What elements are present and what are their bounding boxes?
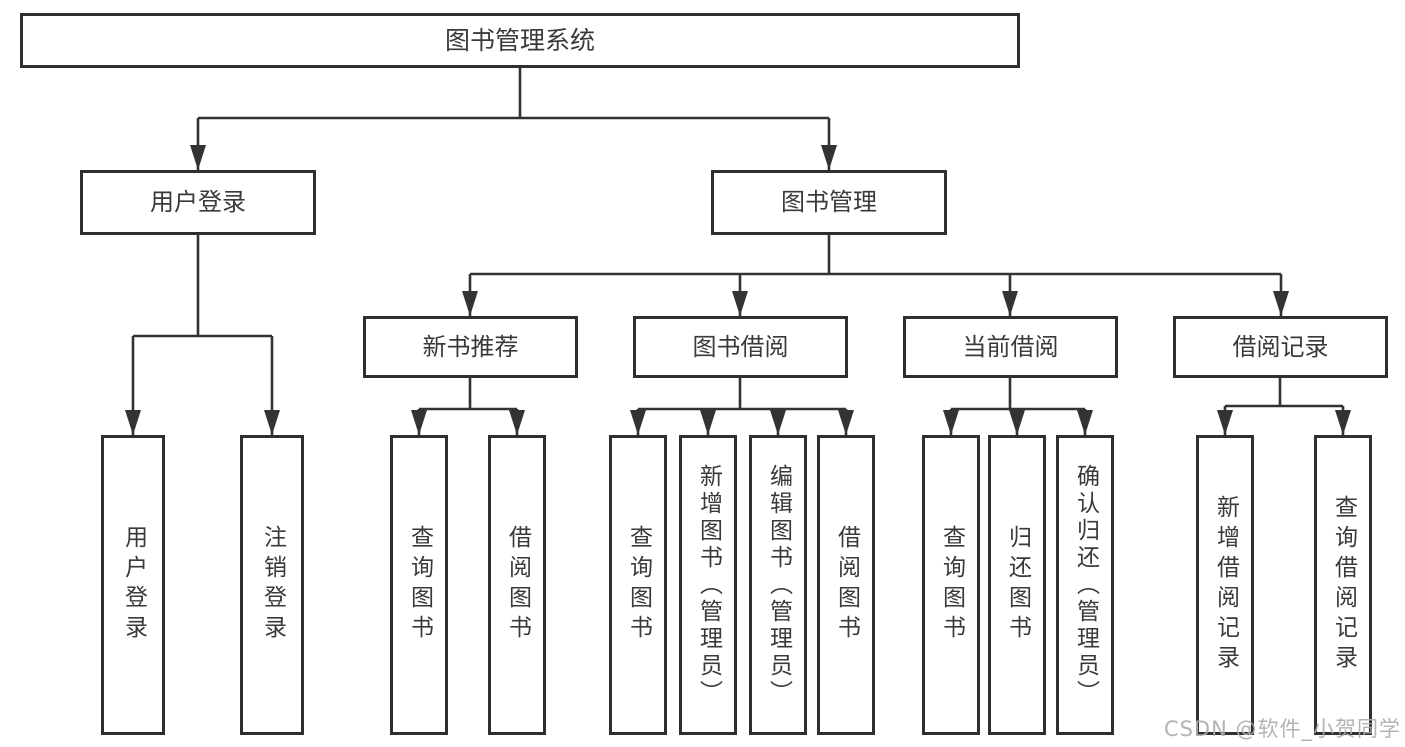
bb-add-books-admin-box: 新增图书（管理员） [679, 435, 737, 735]
bb-borrow-books-box: 借阅图书 [817, 435, 875, 735]
nb-borrow-books-box: 借阅图书 [488, 435, 546, 735]
borrow-record-box: 借阅记录 [1173, 316, 1388, 378]
nb-query-books-box: 查询图书 [390, 435, 448, 735]
cb-return-books-box: 归还图书 [988, 435, 1046, 735]
book-borrow-box: 图书借阅 [633, 316, 848, 378]
leaf-user-login-box: 用户登录 [101, 435, 165, 735]
user-login-box: 用户登录 [80, 170, 316, 235]
new-book-recommend-box: 新书推荐 [363, 316, 578, 378]
br-add-record-box: 新增借阅记录 [1196, 435, 1254, 735]
system-root-box: 图书管理系统 [20, 13, 1020, 68]
current-borrow-box: 当前借阅 [903, 316, 1118, 378]
book-management-box: 图书管理 [711, 170, 947, 235]
leaf-logout-box: 注销登录 [240, 435, 304, 735]
cb-query-books-box: 查询图书 [922, 435, 980, 735]
watermark-text: CSDN @软件_小贺同学 [1163, 717, 1401, 741]
br-query-record-box: 查询借阅记录 [1314, 435, 1372, 735]
cb-confirm-return-admin-box: 确认归还（管理员） [1056, 435, 1114, 735]
bb-query-books-box: 查询图书 [609, 435, 667, 735]
bb-edit-books-admin-box: 编辑图书（管理员） [749, 435, 807, 735]
